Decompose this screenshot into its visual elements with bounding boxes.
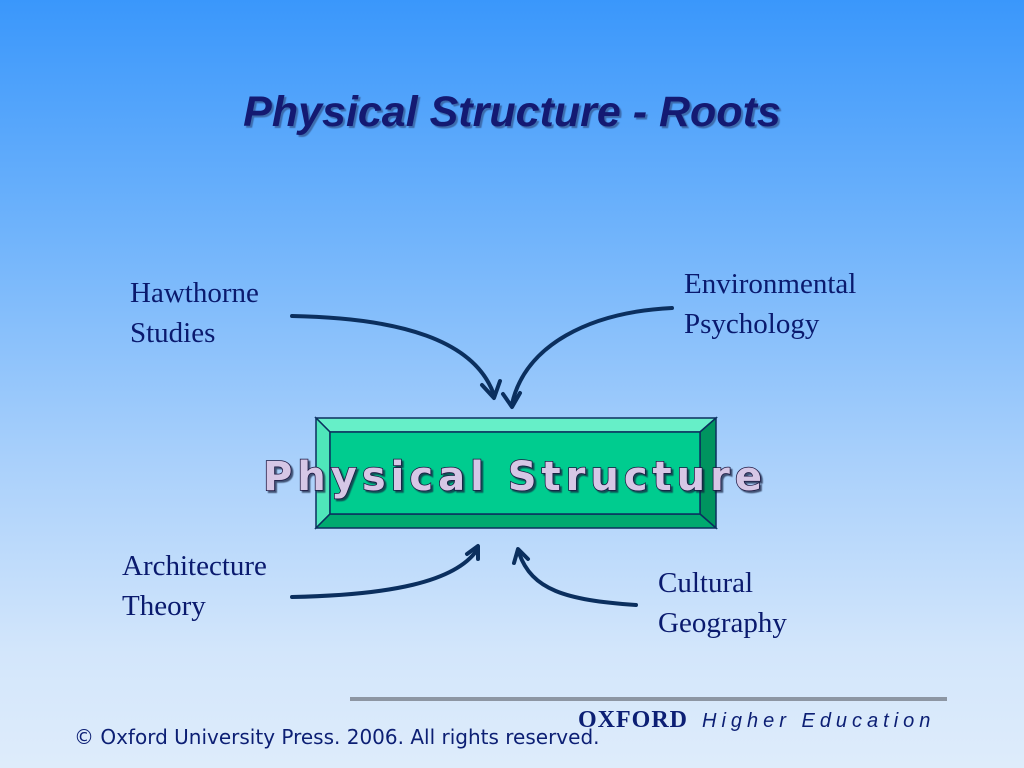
source-label-cultural-geography: Cultural Geography	[658, 563, 787, 643]
box-label: Physical Structure	[263, 454, 767, 500]
label-line: Environmental	[684, 268, 857, 300]
label-line: Hawthorne	[130, 277, 259, 309]
label-line: Studies	[130, 317, 216, 349]
source-label-environmental-psychology: Environmental Psychology	[684, 264, 856, 344]
box-face	[329, 431, 701, 515]
label-line: Psychology	[684, 308, 820, 340]
copyright-notice: © Oxford University Press. 2006. All rig…	[74, 725, 600, 749]
arrow-environmental	[501, 306, 674, 409]
label-line: Theory	[122, 590, 206, 622]
source-label-hawthorne-studies: Hawthorne Studies	[130, 273, 259, 353]
source-label-architecture-theory: Architecture Theory	[122, 546, 267, 626]
arrow-hawthorne	[290, 314, 502, 400]
footer-divider	[350, 697, 947, 701]
brand-subtitle: Higher Education	[702, 710, 936, 732]
brand-name: OXFORD	[578, 707, 688, 733]
slide-title: Physical Structure - Roots	[243, 88, 781, 136]
label-line: Architecture	[122, 550, 267, 582]
arrow-architecture	[290, 544, 480, 599]
label-line: Geography	[658, 607, 787, 639]
physical-structure-box: Physical Structure	[262, 416, 767, 530]
box-bevel-bottom	[314, 513, 718, 529]
arrow-cultural	[512, 547, 638, 607]
label-line: Cultural	[658, 567, 754, 599]
publisher-brand: OXFORD Higher Education	[578, 707, 935, 734]
box-bevel-top	[314, 417, 718, 433]
